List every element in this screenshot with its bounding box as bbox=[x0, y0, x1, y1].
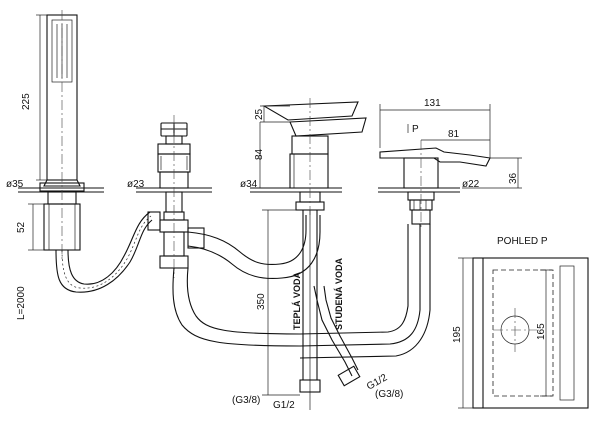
dimension-36: 36 bbox=[462, 157, 522, 189]
hot-water-text: TEPLÁ VODA bbox=[292, 271, 302, 330]
dimension-81: 81 bbox=[421, 129, 490, 141]
dim-34-text: ø34 bbox=[240, 179, 258, 190]
dimension-225: 225 bbox=[21, 14, 47, 181]
dim-23-text: ø23 bbox=[127, 179, 145, 190]
dim-36-text: 36 bbox=[508, 172, 519, 184]
dim-52-text: 52 bbox=[16, 221, 27, 233]
hand-shower bbox=[18, 10, 104, 262]
dimension-52: 52 bbox=[16, 203, 44, 251]
dimension-131: 131 bbox=[379, 98, 491, 158]
dim-22-text: ø22 bbox=[462, 179, 480, 190]
thread-g38-left: (G3/8) bbox=[232, 395, 260, 406]
view-marker-text: P bbox=[412, 124, 419, 135]
dim-81-text: 81 bbox=[448, 129, 460, 140]
cold-water-text: STUDENÁ VODA bbox=[334, 257, 344, 330]
dim-350-text: 350 bbox=[256, 293, 267, 310]
diverter-valve bbox=[136, 115, 212, 278]
dimension-hose-length: L=2000 bbox=[16, 286, 27, 320]
view-p-title: POHLED P bbox=[497, 236, 548, 247]
view-marker: P bbox=[407, 124, 419, 135]
dim-84-text: 84 bbox=[254, 148, 265, 160]
mixer-body bbox=[250, 98, 367, 215]
supply-hoses bbox=[299, 210, 361, 395]
dimension-35: ø35 bbox=[6, 179, 24, 190]
spout bbox=[378, 140, 491, 230]
cold-water-label: STUDENÁ VODA bbox=[334, 257, 344, 330]
dimension-22: ø22 bbox=[462, 179, 480, 190]
thread-g12-left: G1/2 bbox=[273, 400, 295, 411]
dim-195-text: 195 bbox=[452, 326, 463, 343]
main-hose-loop bbox=[172, 215, 431, 359]
dimension-23: ø23 bbox=[127, 179, 145, 190]
dim-165-text: 165 bbox=[536, 323, 547, 340]
dimension-195: 195 bbox=[452, 257, 473, 409]
dim-25-text: 25 bbox=[254, 108, 265, 120]
dimension-34: ø34 bbox=[240, 179, 258, 190]
dim-131-text: 131 bbox=[424, 98, 441, 109]
dim-225-text: 225 bbox=[21, 93, 32, 110]
dimension-25: 25 bbox=[254, 105, 290, 123]
hot-water-label: TEPLÁ VODA bbox=[292, 271, 302, 330]
dimension-350: 350 bbox=[256, 209, 300, 396]
dimension-165: 165 bbox=[536, 270, 547, 396]
dimension-84: 84 bbox=[254, 122, 265, 188]
dim-35-text: ø35 bbox=[6, 179, 24, 190]
thread-g38-right: (G3/8) bbox=[375, 389, 403, 400]
view-p: POHLED P bbox=[472, 236, 589, 409]
dim-l2000-text: L=2000 bbox=[16, 286, 27, 320]
shower-hose bbox=[55, 211, 153, 293]
